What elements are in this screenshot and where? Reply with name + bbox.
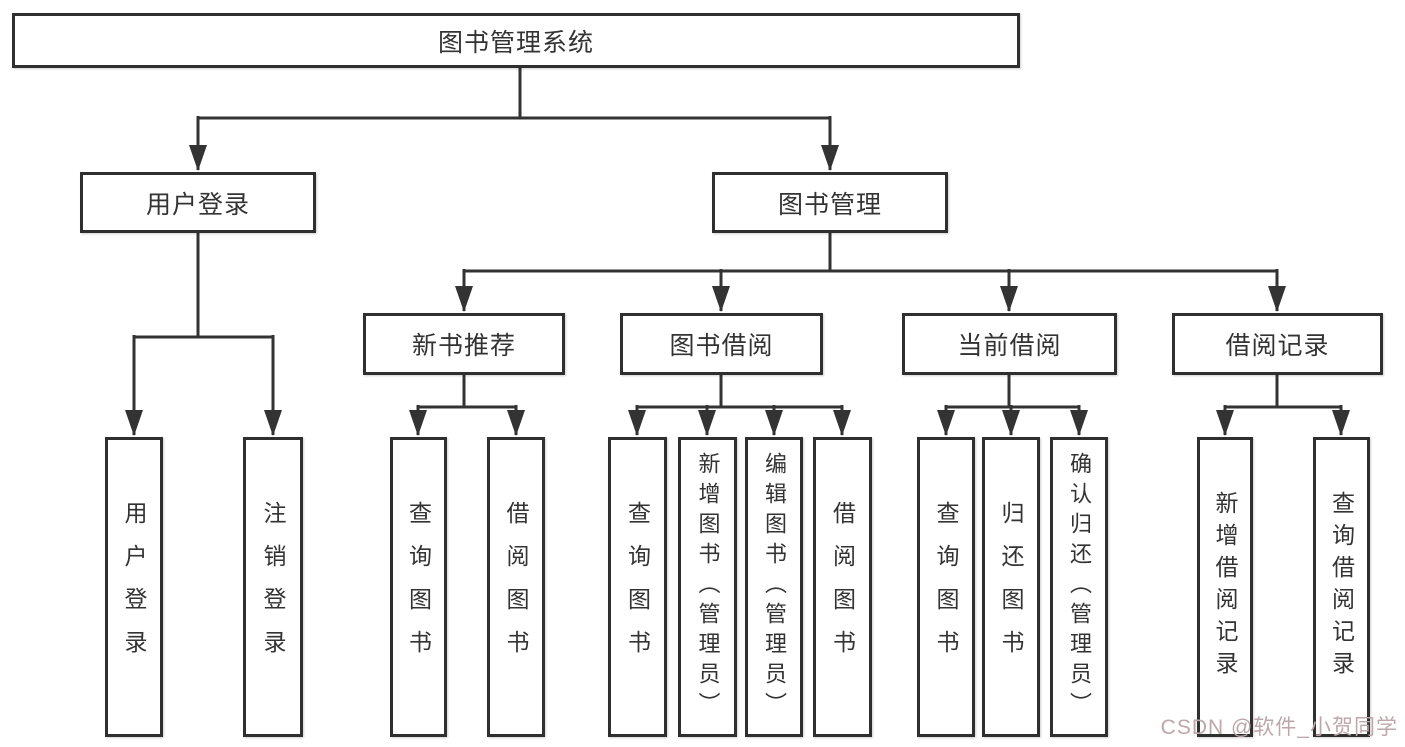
leaf-add-book-admin-label: 新增图书（管理员） xyxy=(695,452,721,722)
leaf-query-books-recommend: 查询图书 xyxy=(390,437,447,737)
leaf-logout-label: 注销登录 xyxy=(260,501,286,673)
leaf-query-borrow-record: 查询借阅记录 xyxy=(1313,437,1370,737)
leaf-user-login: 用户登录 xyxy=(105,437,163,737)
node-borrowing-records: 借阅记录 xyxy=(1172,313,1383,375)
leaf-confirm-return-admin-label: 确认归还（管理员） xyxy=(1067,452,1092,722)
node-new-book-recommend-label: 新书推荐 xyxy=(411,332,516,360)
leaf-query-books-current-label: 查询图书 xyxy=(933,501,959,673)
node-user-login-label: 用户登录 xyxy=(145,190,250,219)
leaf-edit-book-admin: 编辑图书（管理员） xyxy=(745,437,803,737)
node-book-borrowing: 图书借阅 xyxy=(620,313,823,375)
node-root-label: 图书管理系统 xyxy=(437,28,594,57)
node-book-management-label: 图书管理 xyxy=(777,190,882,219)
leaf-add-book-admin: 新增图书（管理员） xyxy=(678,437,737,737)
leaf-logout: 注销登录 xyxy=(243,437,303,737)
leaf-return-book: 归还图书 xyxy=(982,437,1040,737)
node-borrowing-records-label: 借阅记录 xyxy=(1225,332,1330,360)
leaf-add-borrow-record-label: 新增借阅记录 xyxy=(1212,491,1238,683)
leaf-query-books-recommend-label: 查询图书 xyxy=(405,501,432,673)
leaf-query-books-borrowing: 查询图书 xyxy=(608,437,667,737)
node-book-management: 图书管理 xyxy=(712,172,948,233)
leaf-confirm-return-admin: 确认归还（管理员） xyxy=(1050,437,1108,737)
node-current-borrowing-label: 当前借阅 xyxy=(957,332,1062,360)
leaf-query-borrow-record-label: 查询借阅记录 xyxy=(1328,491,1355,683)
leaf-query-books-current: 查询图书 xyxy=(917,437,975,737)
leaf-borrow-books-borrowing-label: 借阅图书 xyxy=(829,501,856,673)
node-new-book-recommend: 新书推荐 xyxy=(363,313,565,375)
node-current-borrowing: 当前借阅 xyxy=(902,313,1117,375)
csdn-watermark: CSDN @软件_小贺同学 xyxy=(1160,716,1398,739)
node-book-borrowing-label: 图书借阅 xyxy=(669,332,774,360)
leaf-borrow-books-recommend: 借阅图书 xyxy=(487,437,545,737)
leaf-user-login-label: 用户登录 xyxy=(121,501,147,673)
leaf-borrow-books-recommend-label: 借阅图书 xyxy=(503,501,529,673)
leaf-borrow-books-borrowing: 借阅图书 xyxy=(813,437,872,737)
leaf-add-borrow-record: 新增借阅记录 xyxy=(1197,437,1253,737)
node-root: 图书管理系统 xyxy=(12,13,1020,68)
leaf-edit-book-admin-label: 编辑图书（管理员） xyxy=(762,452,787,722)
leaf-return-book-label: 归还图书 xyxy=(998,501,1024,673)
node-user-login: 用户登录 xyxy=(80,172,316,233)
leaf-query-books-borrowing-label: 查询图书 xyxy=(624,501,651,673)
